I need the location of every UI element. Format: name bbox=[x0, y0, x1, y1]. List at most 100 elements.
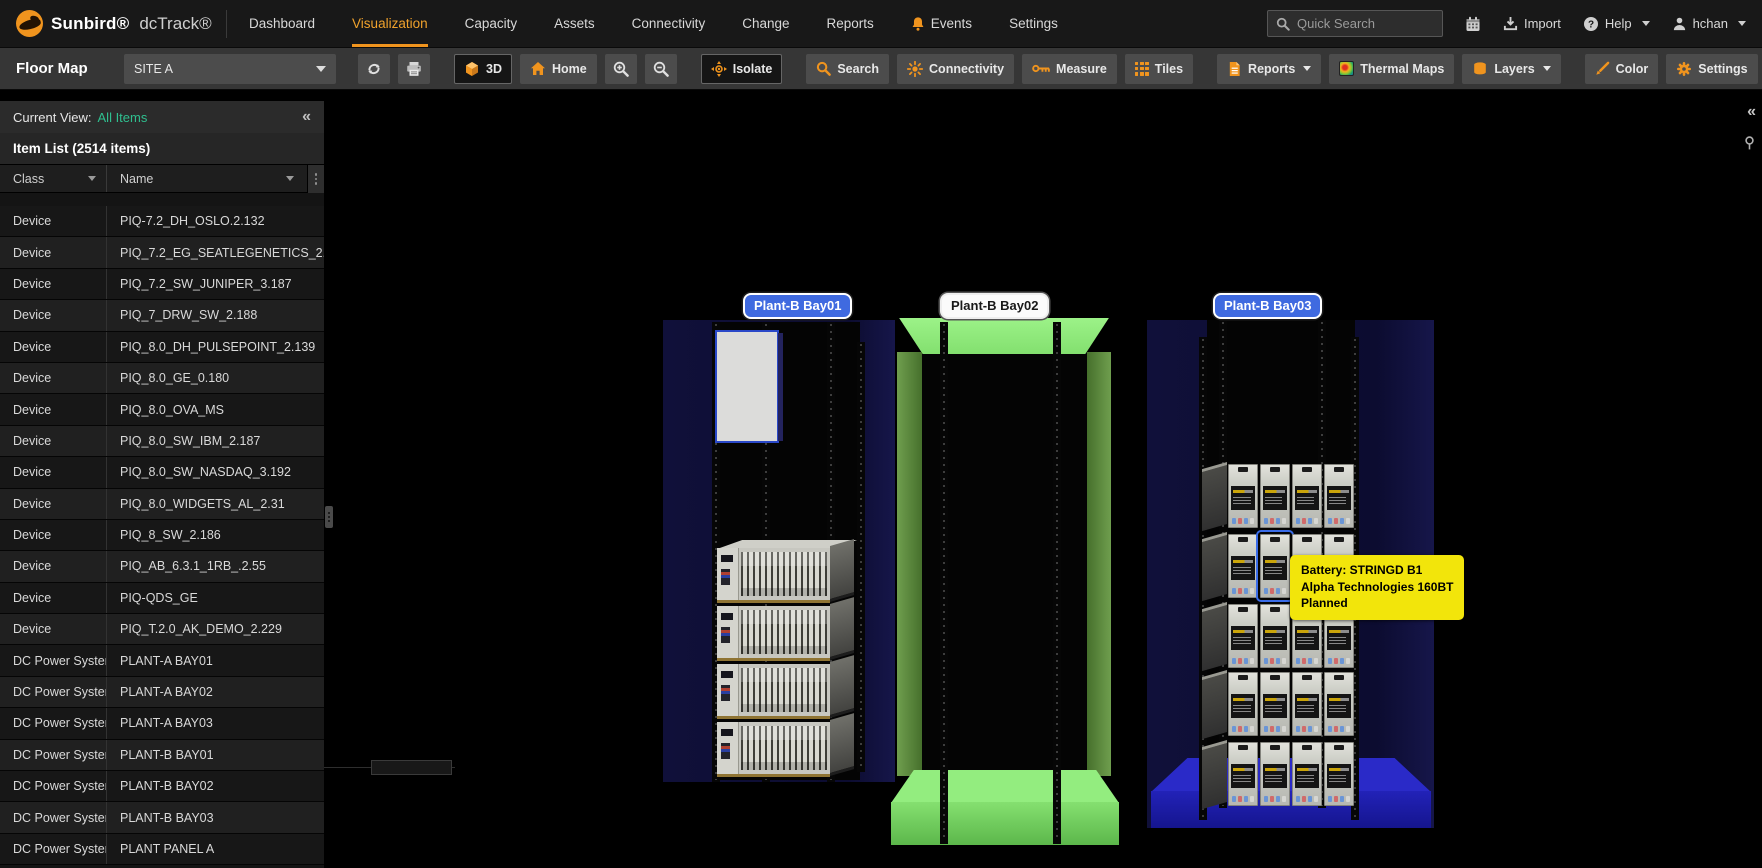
rectifier-shelf[interactable] bbox=[717, 606, 830, 661]
rack-bay02-right-post[interactable] bbox=[1087, 352, 1111, 776]
battery-item[interactable] bbox=[1228, 464, 1259, 528]
battery-item[interactable] bbox=[1259, 742, 1291, 806]
connectivity-burst-icon bbox=[907, 60, 924, 77]
nav-events[interactable]: Events bbox=[911, 0, 972, 47]
battery-item[interactable] bbox=[1259, 604, 1291, 668]
color-button[interactable]: Color bbox=[1584, 53, 1659, 84]
rectifier-shelf[interactable] bbox=[717, 664, 830, 719]
home-button[interactable]: Home bbox=[519, 53, 597, 84]
battery-item[interactable] bbox=[1323, 464, 1354, 528]
user-menu[interactable]: hchan bbox=[1672, 16, 1746, 31]
nav-visualization[interactable]: Visualization bbox=[352, 0, 428, 47]
nav-settings[interactable]: Settings bbox=[1009, 16, 1058, 31]
help-menu[interactable]: ? Help bbox=[1583, 16, 1650, 32]
battery-item[interactable] bbox=[1259, 464, 1291, 528]
sidebar-collapse-icon[interactable]: « bbox=[302, 108, 311, 125]
import-button[interactable]: Import bbox=[1503, 16, 1561, 31]
measure-label: Measure bbox=[1056, 61, 1107, 76]
column-header-class[interactable]: Class bbox=[0, 165, 107, 192]
nav-connectivity[interactable]: Connectivity bbox=[631, 16, 706, 31]
rectifier-shelf[interactable] bbox=[717, 722, 830, 777]
battery-item[interactable] bbox=[1323, 672, 1354, 736]
rectifier-vents bbox=[741, 726, 827, 770]
battery-item[interactable] bbox=[1259, 672, 1291, 736]
svg-text:?: ? bbox=[1588, 19, 1594, 30]
battery-item-selected[interactable] bbox=[1255, 530, 1295, 602]
brand-logo[interactable]: Sunbird® dcTrack® bbox=[16, 10, 222, 37]
right-panel-collapse-icon[interactable]: « bbox=[1747, 103, 1756, 120]
item-name-cell: PIQ_AB_6.3.1_1RB_.2.55 bbox=[120, 559, 266, 574]
battery-item[interactable] bbox=[1228, 534, 1259, 598]
reports-button[interactable]: Reports bbox=[1217, 53, 1322, 84]
settings-button[interactable]: Settings bbox=[1666, 53, 1758, 84]
nav-change[interactable]: Change bbox=[742, 16, 790, 31]
rack-rail bbox=[712, 322, 720, 782]
quick-search-input[interactable] bbox=[1296, 16, 1427, 31]
column-header-name[interactable]: Name bbox=[107, 165, 324, 192]
search-tool-button[interactable]: Search bbox=[806, 53, 890, 84]
nav-assets[interactable]: Assets bbox=[554, 16, 595, 31]
item-class-cell: Device bbox=[0, 394, 107, 425]
zoom-out-button[interactable] bbox=[644, 53, 677, 84]
isolate-button[interactable]: Isolate bbox=[700, 53, 783, 84]
pin-tool-icon[interactable] bbox=[1744, 136, 1755, 155]
print-button[interactable] bbox=[398, 53, 430, 84]
battery-item[interactable] bbox=[1228, 604, 1259, 668]
column-options-button[interactable] bbox=[307, 165, 324, 193]
site-selector[interactable]: SITE A bbox=[124, 53, 336, 84]
measure-icon bbox=[1032, 64, 1050, 73]
current-view-label: Current View: bbox=[13, 109, 92, 125]
bay-label-plant-b-bay02: Plant-B Bay02 bbox=[940, 293, 1050, 319]
rectifier-shelf[interactable] bbox=[717, 548, 830, 603]
item-name-cell: PIQ_7.2_SW_JUNIPER_3.187 bbox=[120, 276, 292, 291]
calendar-button[interactable] bbox=[1465, 16, 1481, 32]
nav-events-label: Events bbox=[930, 16, 973, 31]
battery-item[interactable] bbox=[1291, 464, 1323, 528]
battery-item[interactable] bbox=[1228, 742, 1259, 806]
layers-button[interactable]: Layers bbox=[1462, 53, 1561, 84]
3d-toggle-button[interactable]: 3D bbox=[454, 53, 512, 84]
item-class-cell: DC Power System bbox=[0, 645, 107, 676]
current-view-value[interactable]: All Items bbox=[97, 109, 148, 125]
measure-button[interactable]: Measure bbox=[1022, 53, 1117, 84]
battery-item[interactable] bbox=[1291, 672, 1323, 736]
battery-item[interactable] bbox=[1323, 742, 1354, 806]
rack-bay02-floor[interactable] bbox=[891, 770, 1119, 803]
thermal-maps-button[interactable]: Thermal Maps bbox=[1329, 53, 1455, 84]
nav-dashboard[interactable]: Dashboard bbox=[249, 16, 316, 31]
rack-plant-b-bay02-top[interactable] bbox=[899, 318, 1109, 354]
connectivity-button[interactable]: Connectivity bbox=[897, 53, 1015, 84]
battery-item[interactable] bbox=[1228, 672, 1259, 736]
tiles-button[interactable]: Tiles bbox=[1124, 53, 1194, 84]
zoom-in-button[interactable] bbox=[604, 53, 637, 84]
rack-bay02-left-post[interactable] bbox=[897, 352, 922, 776]
sidebar-resize-handle[interactable] bbox=[325, 506, 333, 528]
refresh-button[interactable] bbox=[358, 53, 390, 84]
nav-reports[interactable]: Reports bbox=[826, 16, 874, 31]
blanking-panel[interactable] bbox=[715, 330, 783, 443]
battery-item[interactable] bbox=[1291, 742, 1323, 806]
nav-capacity[interactable]: Capacity bbox=[464, 16, 518, 31]
rack-bay03-floor bbox=[1151, 758, 1431, 792]
